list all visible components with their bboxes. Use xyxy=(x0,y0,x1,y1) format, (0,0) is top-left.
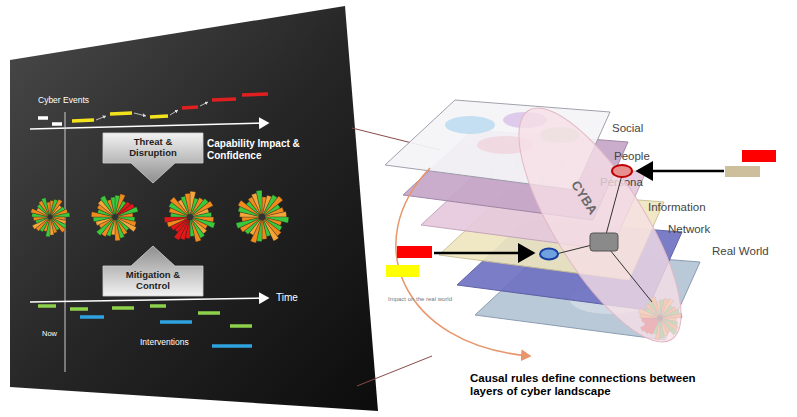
text-label: Impact on the real world xyxy=(388,296,452,303)
pie-center xyxy=(112,214,118,220)
node-text: Threat & Disruption xyxy=(103,137,203,159)
caption: Causal rules define connections between … xyxy=(470,372,725,398)
impact-curve xyxy=(396,168,530,356)
link-line xyxy=(604,175,622,242)
pie-segment xyxy=(115,207,138,217)
now-line xyxy=(65,112,66,372)
capability-pies xyxy=(31,190,289,243)
pie-segment xyxy=(236,217,262,229)
node-shape xyxy=(470,75,730,375)
text-label: Time xyxy=(276,292,298,304)
pie-segment xyxy=(262,217,279,241)
hub-box xyxy=(590,233,618,251)
pie-segment xyxy=(164,217,190,223)
status-bar xyxy=(742,150,776,162)
link-line xyxy=(556,244,596,254)
text-label: Capability Impact & Confidence xyxy=(207,138,325,161)
status-bar xyxy=(397,246,432,258)
network-marker xyxy=(540,249,558,260)
status-bar xyxy=(725,166,760,177)
block-arrow: Threat & Disruption xyxy=(103,133,203,183)
block-arrow: Mitigation & Control xyxy=(103,246,203,296)
pie-segment xyxy=(100,196,115,217)
pie-segment xyxy=(190,201,213,217)
pie-segment xyxy=(32,217,50,229)
text-label: People xyxy=(614,150,650,163)
pie-segment xyxy=(50,217,54,235)
text-label: Now xyxy=(42,330,57,339)
pie-center xyxy=(187,214,193,220)
pie-segment xyxy=(256,190,262,217)
pie-segment xyxy=(93,217,115,222)
pie-segment xyxy=(41,198,50,217)
text-label: Information xyxy=(648,201,706,214)
event-timeline xyxy=(30,94,268,129)
pie-segment xyxy=(115,217,120,241)
text-label: Cyber Events xyxy=(38,96,89,106)
pie-segment xyxy=(185,193,190,217)
pie-segment xyxy=(111,197,115,217)
pie-segment xyxy=(33,217,50,221)
arrow-body xyxy=(103,246,203,296)
link-line xyxy=(610,250,652,302)
status-bar xyxy=(386,265,419,277)
ellipse-shape xyxy=(490,87,709,364)
text-label: Real World xyxy=(712,245,769,258)
pie-center xyxy=(48,215,53,220)
leader-line xyxy=(357,356,432,386)
layer-link-ellipse: CYBA xyxy=(470,75,730,375)
text-label: Network xyxy=(668,223,710,236)
pie-segment xyxy=(50,213,70,217)
text-label: Interventions xyxy=(140,338,189,348)
pie-segment xyxy=(190,217,201,242)
text-label: Social xyxy=(612,122,643,135)
pie-segment xyxy=(262,212,287,217)
people-marker xyxy=(612,165,632,177)
pointer-arrow xyxy=(638,170,724,173)
node-text: Mitigation & Control xyxy=(103,270,203,292)
pie-segment xyxy=(262,217,267,239)
arrow-body xyxy=(103,133,203,183)
dark-panel xyxy=(10,6,378,411)
pointer-arrow xyxy=(434,252,533,255)
pie-segment xyxy=(190,212,212,217)
pie-center xyxy=(259,214,265,220)
